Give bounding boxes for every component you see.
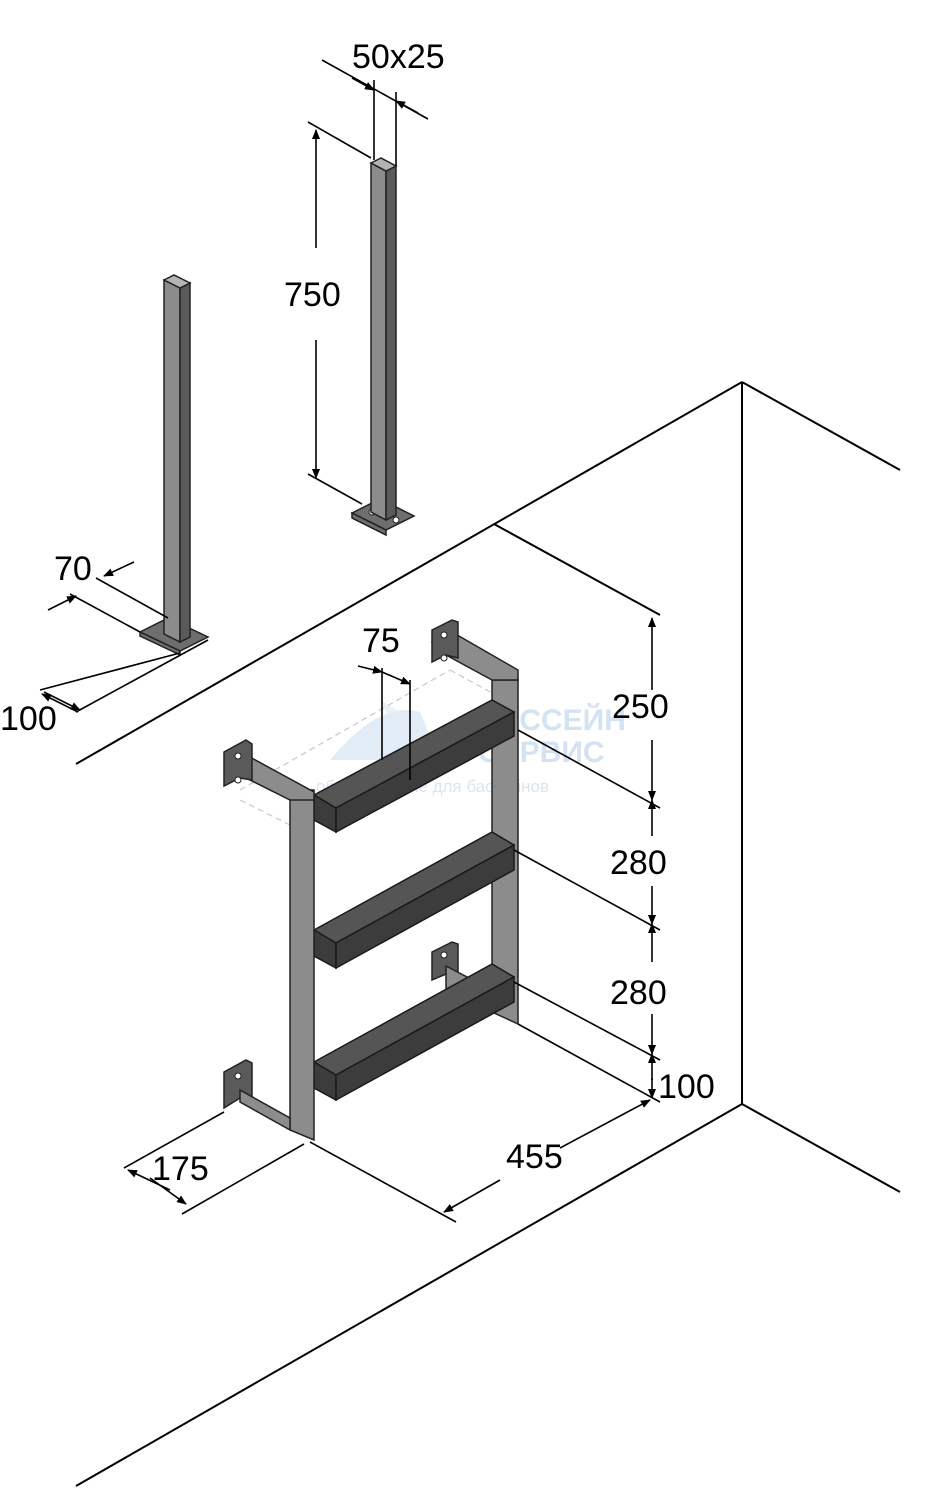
pool-outline bbox=[75, 381, 901, 1487]
dim-post-height: 750 bbox=[284, 276, 341, 314]
dim-profile: 50x25 bbox=[352, 38, 445, 76]
dim-plate-length: 100 bbox=[0, 700, 57, 738]
dimension-labels: 50x25 750 70 100 75 250 280 280 100 455 … bbox=[0, 38, 715, 1188]
ladder bbox=[223, 619, 519, 1142]
handrail-post-left bbox=[138, 274, 210, 657]
dim-plate-width: 70 bbox=[54, 550, 92, 588]
tread-top bbox=[312, 699, 516, 834]
dim-step-depth: 75 bbox=[362, 622, 400, 660]
handrail-post-right bbox=[350, 157, 416, 537]
dim-step-gap-2: 280 bbox=[610, 974, 667, 1012]
tread-bottom bbox=[312, 963, 516, 1102]
dim-wall-offset: 175 bbox=[152, 1150, 209, 1188]
dimension-lines bbox=[39, 59, 661, 1223]
dim-step-gap-1: 280 bbox=[610, 844, 667, 882]
dim-top-offset: 250 bbox=[612, 688, 669, 726]
tread-middle bbox=[312, 831, 516, 970]
dim-width: 455 bbox=[506, 1138, 563, 1176]
dim-bottom-offset: 100 bbox=[658, 1068, 715, 1106]
